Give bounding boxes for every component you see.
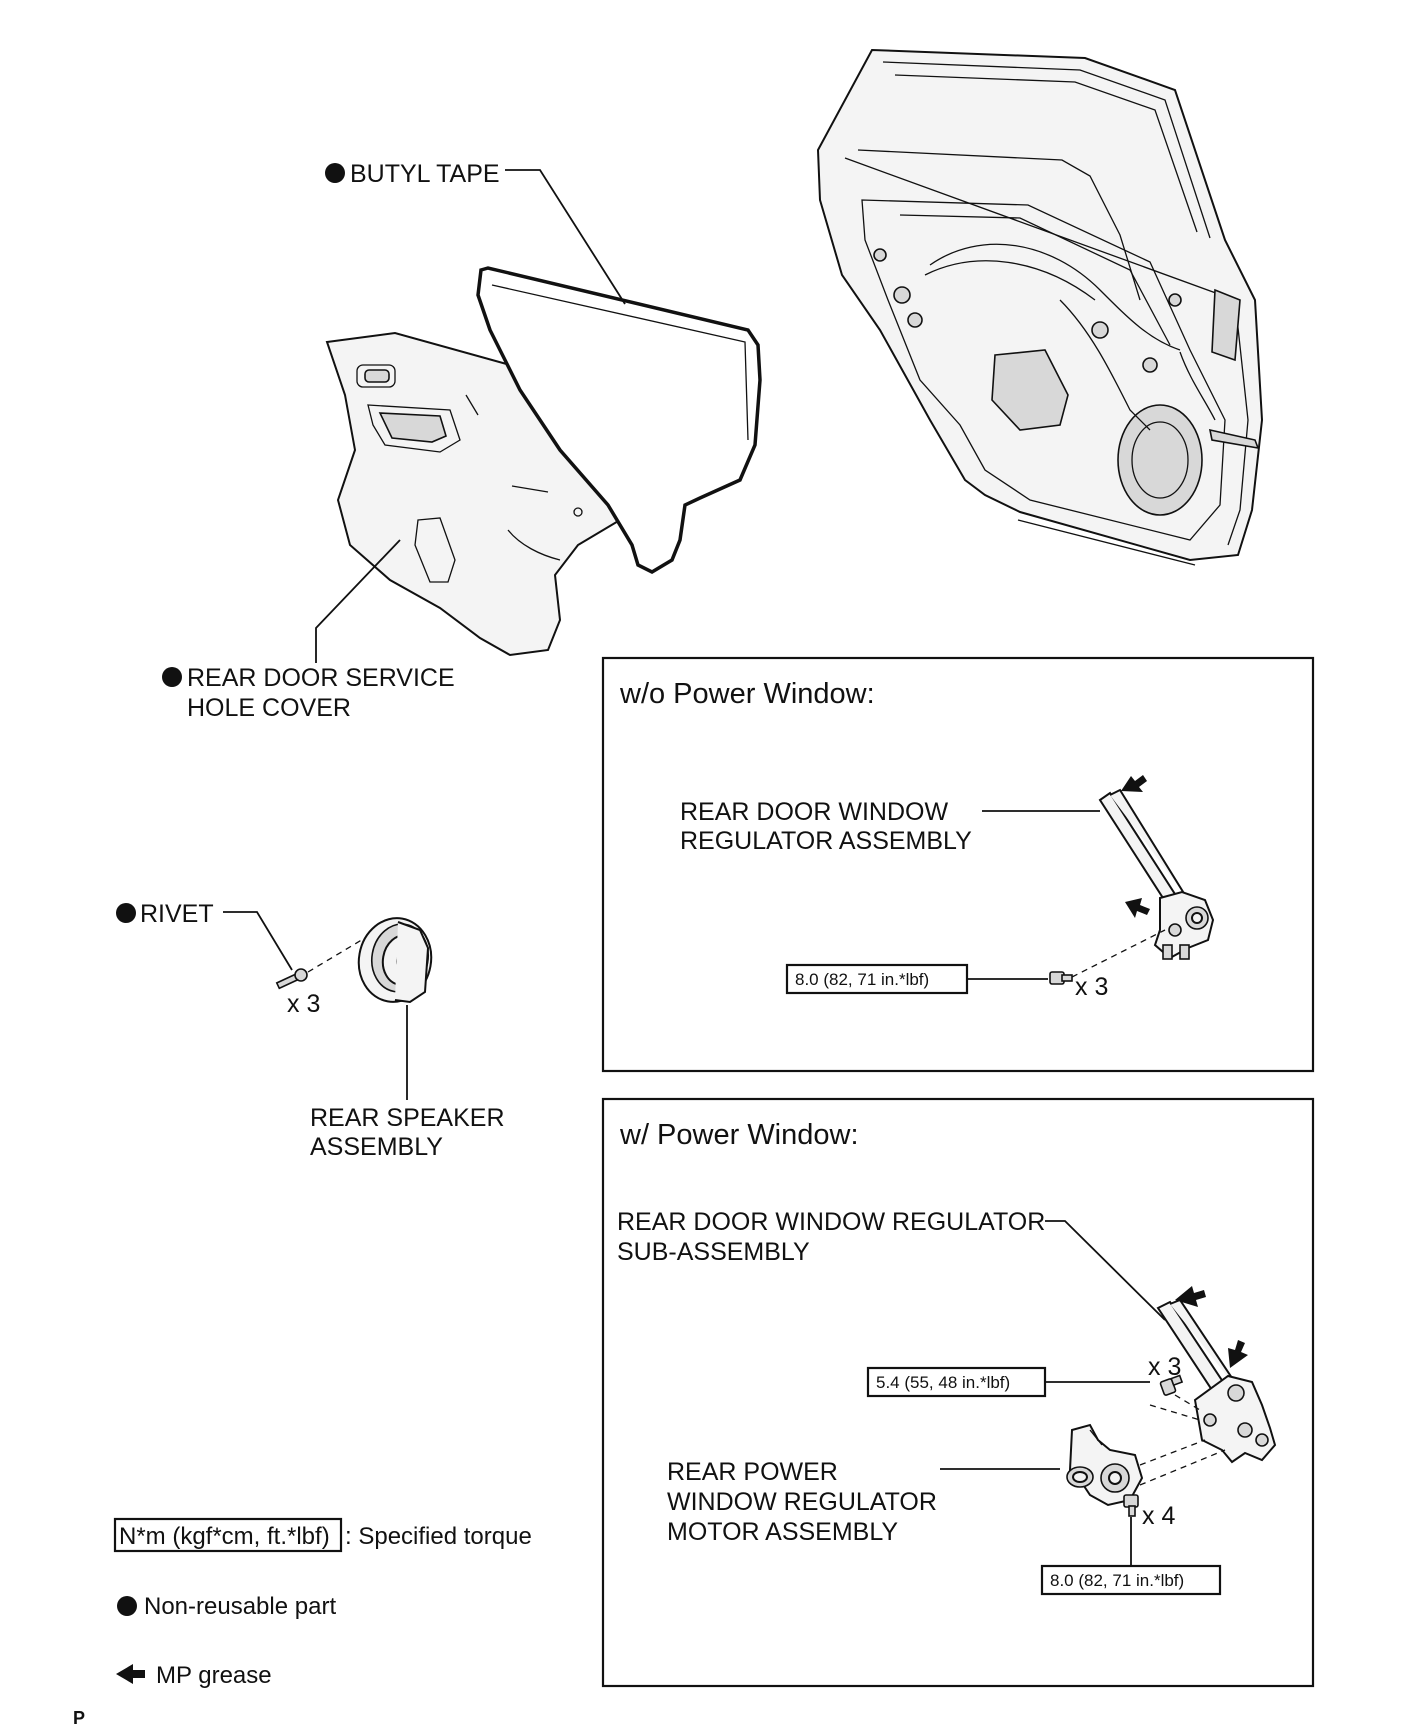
power-regulator-assembly: [1156, 1298, 1277, 1464]
service-hole-cover-callout: REAR DOOR SERVICE HOLE COVER: [162, 539, 455, 722]
power-lower-torque: 8.0 (82, 71 in.*lbf): [1050, 1571, 1184, 1590]
panel-without-power-title: w/o Power Window:: [619, 678, 875, 710]
legend-torque-key: N*m (kgf*cm, ft.*lbf): [119, 1523, 330, 1550]
mp-grease-arrow-icon: [1228, 1340, 1248, 1368]
legend: N*m (kgf*cm, ft.*lbf) : Specified torque…: [113, 1517, 532, 1689]
speaker-label-line1: REAR SPEAKER: [310, 1104, 505, 1132]
non-reusable-marker: [162, 667, 182, 687]
non-reusable-marker: [117, 1596, 137, 1616]
power-upper-torque: 5.4 (55, 48 in.*lbf): [876, 1373, 1010, 1392]
power-lower-quantity: x 4: [1142, 1502, 1175, 1530]
butyl-tape: [476, 266, 762, 574]
mp-grease-arrow-icon: [1175, 1286, 1206, 1307]
manual-regulator-torque: 8.0 (82, 71 in.*lbf): [795, 970, 929, 989]
manual-bolt-quantity: x 3: [1075, 973, 1108, 1001]
bolt-icon: [1159, 1374, 1184, 1396]
mp-grease-arrow-icon: [1121, 775, 1147, 792]
legend-mp-grease: MP grease: [156, 1662, 272, 1689]
motor-label-line3: MOTOR ASSEMBLY: [667, 1518, 898, 1546]
speaker-callout: REAR SPEAKER ASSEMBLY: [310, 1005, 505, 1161]
rivet-quantity: x 3: [287, 990, 320, 1018]
butyl-tape-callout: BUTYL TAPE: [325, 160, 626, 305]
mp-grease-arrow-icon: [116, 1664, 145, 1684]
rivet-callout: RIVET x 3: [116, 900, 371, 1018]
mp-grease-arrow-icon: [1125, 898, 1150, 918]
window-regulator-motor: [1066, 1423, 1144, 1507]
panel-with-power-window: w/ Power Window: REAR DOOR WINDOW REGULA…: [601, 1097, 1315, 1688]
page-mark: P: [73, 1708, 85, 1728]
manual-regulator-assembly: [1098, 788, 1215, 960]
bolt-icon: [1123, 1494, 1139, 1517]
butyl-tape-label: BUTYL TAPE: [350, 160, 500, 188]
power-regulator-label-line2: SUB-ASSEMBLY: [617, 1238, 810, 1266]
manual-regulator-label-line2: REGULATOR ASSEMBLY: [680, 827, 972, 855]
legend-non-reusable: Non-reusable part: [144, 1593, 336, 1620]
rear-door-panel: [816, 48, 1264, 566]
rivet-icon: [275, 968, 308, 990]
service-cover-label-line2: HOLE COVER: [187, 694, 351, 722]
non-reusable-marker: [116, 903, 136, 923]
service-cover-label-line1: REAR DOOR SERVICE: [187, 664, 455, 692]
panel-with-power-title: w/ Power Window:: [619, 1119, 859, 1151]
power-regulator-label-line1: REAR DOOR WINDOW REGULATOR: [617, 1208, 1045, 1236]
motor-label-line1: REAR POWER: [667, 1458, 838, 1486]
legend-torque-desc: : Specified torque: [345, 1523, 532, 1550]
motor-label-line2: WINDOW REGULATOR: [667, 1488, 937, 1516]
manual-regulator-label-line1: REAR DOOR WINDOW: [680, 798, 948, 826]
panel-without-power-window: w/o Power Window: REAR DOOR WINDOW REGUL…: [601, 656, 1315, 1073]
non-reusable-marker: [325, 163, 345, 183]
rear-speaker: [357, 917, 433, 1004]
speaker-label-line2: ASSEMBLY: [310, 1133, 443, 1161]
bolt-icon: [1049, 971, 1073, 985]
rivet-label: RIVET: [140, 900, 214, 928]
